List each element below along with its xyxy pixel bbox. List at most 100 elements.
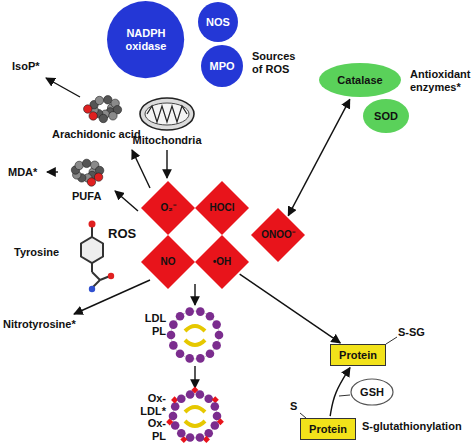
phospholipid-head [167,331,176,340]
reaction-connector [240,274,341,343]
phospholipid-head [204,394,213,403]
source-circle: NOS [197,1,239,43]
node-text-group: Protein [309,423,347,436]
atom [95,96,103,104]
reaction-connector [288,99,350,215]
node-text-group: O₂⁻ [160,202,175,214]
text-label: Antioxidant enzymes* [410,68,474,93]
node-label: NOS [206,16,230,29]
node-label: NADPH oxidase [115,27,177,52]
node-text-group: NADPH oxidase [115,27,177,52]
text-label: Mitochondria [132,134,201,147]
phospholipid-head [176,312,185,321]
ros-diamond: •OH [195,235,249,289]
apoprotein [185,340,205,345]
node-text-group: MPO [209,60,234,73]
protein-box: Protein [330,344,386,366]
text-label: IsoP* [12,60,40,73]
node-text-group: HOCl [210,202,235,214]
node-outline [195,181,249,235]
phospholipid-head [204,429,213,438]
phospholipid-head [211,402,220,411]
node-text-group: •OH [213,256,232,268]
protein-box: Protein [300,418,356,440]
phospholipid-head [211,421,220,430]
oxidation-mark [212,396,219,403]
ros-diamond: NO [141,235,195,289]
text-label: Tyrosine [14,246,59,259]
text-label: Arachidonic acid [52,128,141,141]
lipoprotein-particles [166,307,224,443]
node-label: NO [161,256,176,268]
particle-core [173,394,217,438]
oxidation-mark [171,396,178,403]
phospholipid-head [177,394,186,403]
reaction-connector [330,368,350,416]
node-label: GSH [360,386,384,399]
apoprotein [185,326,205,331]
atom [75,161,83,169]
phospholipid-head [196,433,205,442]
ros-diamond: ONOO⁻ [251,208,305,262]
node-outline [201,45,243,87]
ros-diamond: HOCl [195,181,249,235]
node-label: MPO [209,60,234,73]
phospholipid-head [169,412,178,421]
node-text-group: Protein [339,349,377,362]
node-outline [141,181,195,235]
node-outline [198,2,238,42]
phospholipid-head [176,349,185,358]
text-label: S-SG [398,326,425,339]
node-outline [351,379,393,405]
text-label: ROS [108,227,136,242]
node-label: Catalase [337,74,382,87]
text-label: LDL PL [145,312,166,337]
phospholipid-head [169,341,178,350]
text-label: Ox-LDL* Ox-PL [140,392,166,443]
source-circle: MPO [200,44,244,88]
phospholipid-head [212,341,221,350]
enzyme-ellipse: Catalase [318,62,402,98]
node-text-group: ONOO⁻ [261,229,295,241]
node-outline [251,208,305,262]
phospholipid-head [177,429,186,438]
phospholipid-head [206,349,215,358]
node-outline [141,235,195,289]
text-label: S-glutathionylation [362,420,462,433]
node-outline [107,1,184,78]
atom [99,114,107,122]
text-label: MDA* [8,166,37,179]
phospholipid-head [169,320,178,329]
phospholipid-head [185,307,194,316]
phospholipid-head [215,331,224,340]
node-label: SOD [374,110,398,123]
node-text-group: SOD [374,110,398,123]
node-label: Protein [309,423,347,436]
ros-diamond: O₂⁻ [141,181,195,235]
text-label: Sources of ROS [252,50,306,75]
mitochondrion-icon [140,98,194,130]
node-outline [195,235,249,289]
text-label: PUFA [72,190,101,203]
atom [94,173,102,181]
atom [82,159,90,167]
gsh-ellipse: GSH [350,378,394,406]
enzyme-ellipse: SOD [362,98,410,134]
phospholipid-head [206,312,215,321]
phospholipid-head [212,320,221,329]
atom [84,105,92,113]
phospholipid-head [196,390,205,399]
molecule-models [71,96,121,187]
node-text-group: GSH [360,386,384,399]
phospholipid-head [186,433,195,442]
particle-core [171,311,219,359]
reaction-arrows [46,78,195,388]
text-label: S [290,400,297,413]
apoprotein [185,407,205,412]
source-circle: NADPH oxidase [106,0,185,79]
node-text-group: NO [161,256,176,268]
node-outline [363,99,409,133]
node-outline [319,63,401,97]
